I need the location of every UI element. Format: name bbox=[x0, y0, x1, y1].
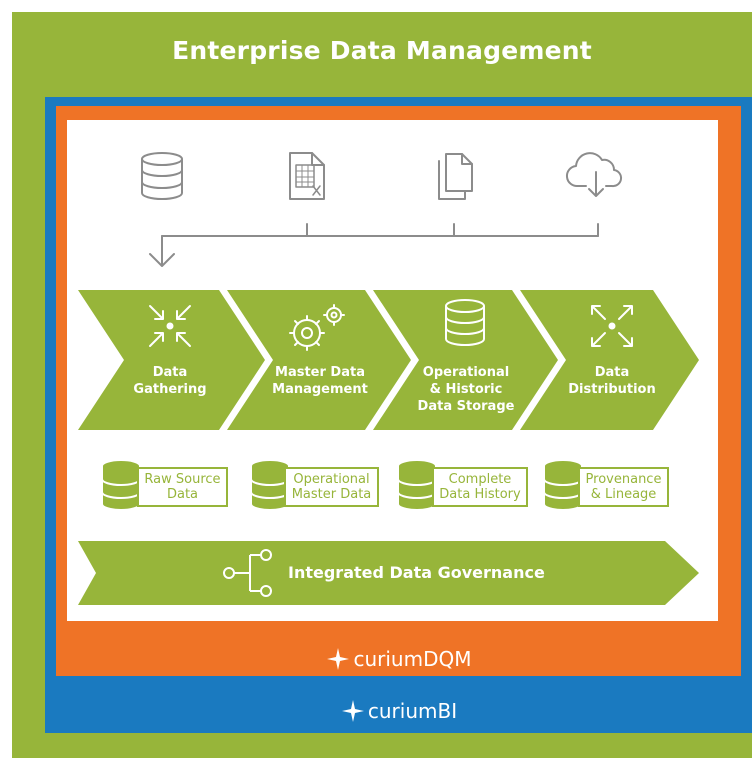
store-label-line: Provenance bbox=[585, 472, 662, 487]
step-label-line: Operational bbox=[422, 365, 510, 380]
step-label-gathering: Data Gathering bbox=[125, 364, 215, 398]
store-label-line: & Lineage bbox=[590, 487, 657, 502]
store-database-icon-3 bbox=[397, 459, 437, 511]
documents-icon bbox=[438, 153, 473, 200]
store-label-line: Raw Source bbox=[144, 472, 221, 487]
step-label-distribution: Data Distribution bbox=[560, 364, 664, 398]
step-chevron-1 bbox=[78, 290, 265, 430]
step-label-storage: Operational & Historic Data Storage bbox=[410, 364, 522, 415]
step-label-line: Gathering bbox=[133, 382, 207, 397]
step-label-line: Data bbox=[152, 365, 188, 380]
distribute-arrows-icon bbox=[591, 305, 633, 347]
step-label-line: Distribution bbox=[568, 382, 656, 397]
page-title: Enterprise Data Management bbox=[172, 36, 592, 65]
database-icon bbox=[445, 299, 485, 346]
curiumdqm-brand: curiumDQM bbox=[56, 642, 741, 676]
step-label-line: & Historic bbox=[429, 382, 503, 397]
curiumdqm-label: curiumDQM bbox=[353, 647, 472, 671]
store-label-provenance: Provenance& Lineage bbox=[578, 467, 669, 507]
curium-logo-icon bbox=[341, 700, 364, 722]
store-database-icon-4 bbox=[543, 459, 583, 511]
store-label-line: Master Data bbox=[291, 487, 372, 502]
spreadsheet-icon bbox=[289, 152, 325, 200]
store-label-line: Data History bbox=[439, 487, 521, 502]
step-label-line: Management bbox=[272, 382, 368, 397]
step-chevron-3 bbox=[373, 290, 558, 430]
step-label-master-data: Master Data Management bbox=[264, 364, 376, 398]
step-chevron-4 bbox=[520, 290, 699, 430]
step-label-line: Master Data bbox=[275, 365, 365, 380]
curium-logo-icon bbox=[327, 648, 350, 670]
step-chevron-2 bbox=[227, 290, 411, 430]
curiumbi-label: curiumBI bbox=[367, 699, 458, 723]
gather-arrows-icon bbox=[149, 305, 191, 347]
hierarchy-icon bbox=[223, 549, 272, 597]
database-icon bbox=[141, 152, 183, 200]
governance-label: Integrated Data Governance bbox=[288, 563, 545, 582]
store-label-line: Operational bbox=[293, 472, 370, 487]
gears-icon bbox=[289, 304, 345, 351]
curiumbi-brand: curiumBI bbox=[45, 694, 752, 728]
step-label-line: Data bbox=[594, 365, 630, 380]
cloud-download-icon bbox=[566, 152, 623, 197]
step-label-line: Data Storage bbox=[417, 399, 515, 414]
store-label-line: Complete bbox=[448, 472, 512, 487]
store-label-line: Data bbox=[166, 487, 199, 502]
